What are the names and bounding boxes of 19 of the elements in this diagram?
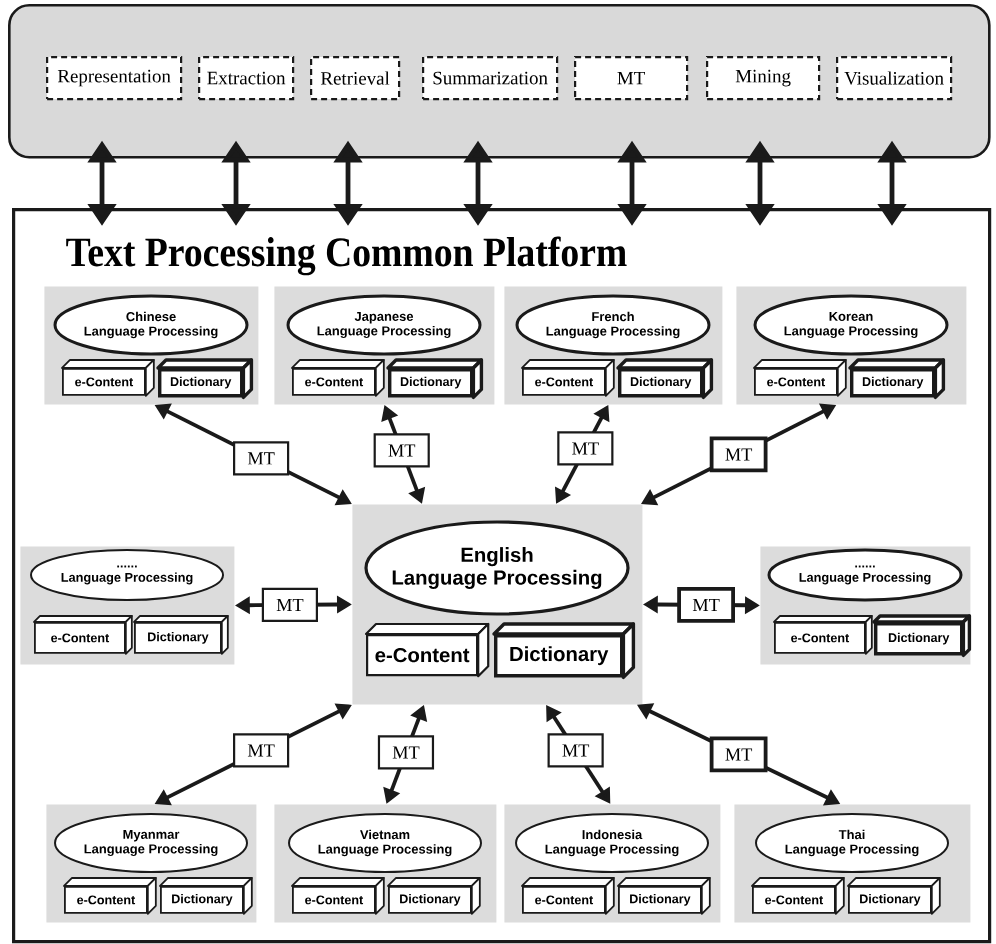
edge-label: MT (261, 587, 318, 622)
edge-label: MT (709, 436, 768, 473)
edge-label: MT (557, 431, 614, 466)
edge-label: MT (373, 433, 430, 468)
edge-label: MT (377, 735, 435, 770)
dashed-box: Representation (46, 56, 183, 101)
dashed-box: Extraction (198, 56, 295, 101)
edge-label: MT (547, 733, 604, 768)
edge-label: MT (677, 587, 735, 623)
edge-label: MT (709, 736, 768, 773)
cuboid-box: e-Content (364, 622, 490, 678)
dashed-box: Retrieval (310, 56, 401, 101)
cuboid-box: Dictionary (492, 622, 636, 680)
dashed-box: Summarization (422, 56, 559, 101)
edge-label: MT (233, 733, 290, 768)
edge-label: MT (233, 441, 290, 476)
dashed-box: MT (574, 56, 689, 101)
dashed-box: Mining (706, 56, 821, 101)
dashed-box: Visualization (836, 56, 953, 101)
